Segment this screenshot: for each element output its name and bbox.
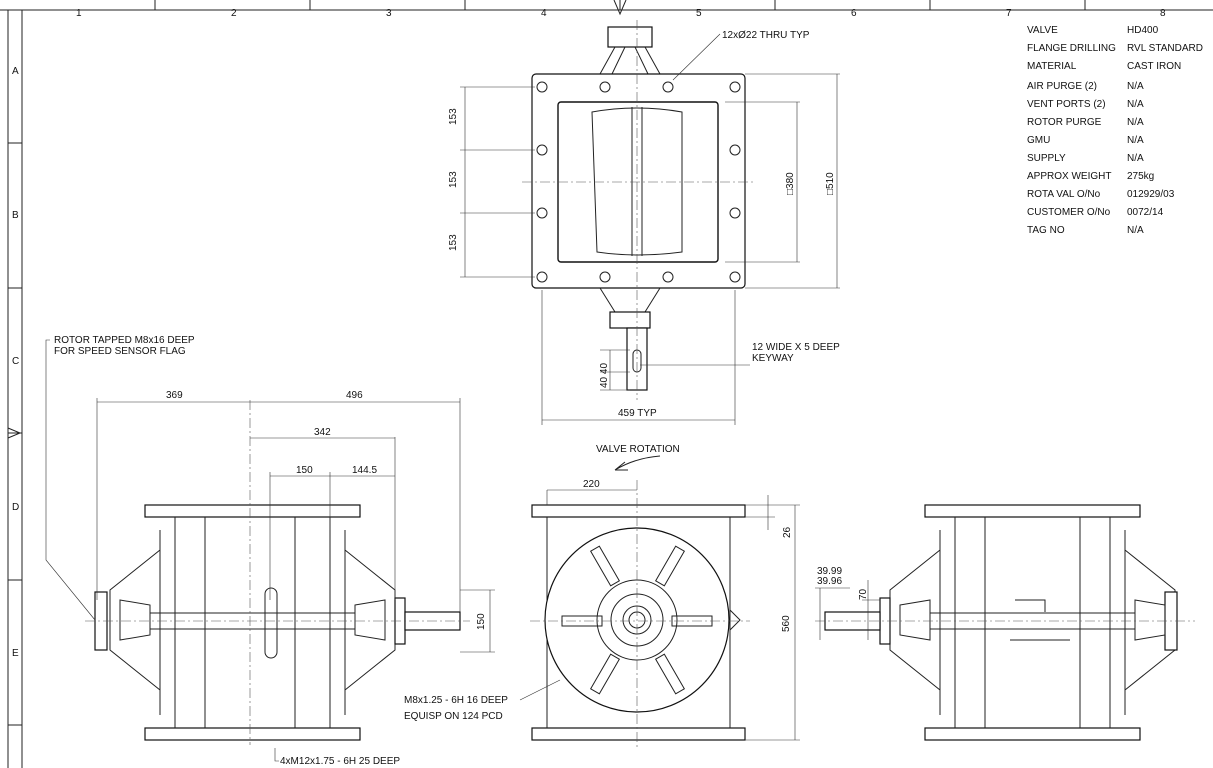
dim-26: 26 [782, 526, 793, 538]
spec-label: ROTA VAL O/No [1027, 189, 1101, 200]
column-label: 8 [1160, 8, 1166, 19]
spec-label: APPROX WEIGHT [1027, 171, 1112, 182]
column-label: 5 [696, 8, 702, 19]
spec-value: 012929/03 [1127, 189, 1175, 200]
dim-70: 70 [858, 588, 869, 600]
column-label: 2 [231, 8, 237, 19]
rotor-note: ROTOR TAPPED M8x16 DEEP [54, 335, 195, 346]
dim-342: 342 [314, 427, 331, 438]
spec-row: CUSTOMER O/No 0072/14 [1027, 204, 1203, 222]
spec-value: N/A [1127, 81, 1144, 92]
spec-value: N/A [1127, 135, 1144, 146]
spec-value: RVL STANDARD [1127, 43, 1203, 54]
column-label: 3 [386, 8, 392, 19]
row-label: D [12, 502, 19, 513]
spec-label: AIR PURGE (2) [1027, 81, 1098, 92]
top-view: 12xØ22 THRU TYP 153 153 153 □380 □510 12… [448, 20, 840, 425]
shaft-tolerance-max: 39.99 [817, 566, 842, 577]
spec-label: GMU [1027, 135, 1051, 146]
column-label: 7 [1006, 8, 1012, 19]
dim-opening: □380 [785, 172, 796, 195]
spec-row: ROTOR PURGE N/A [1027, 114, 1203, 132]
spec-value: N/A [1127, 225, 1144, 236]
dim-153: 153 [448, 108, 459, 125]
column-label: 6 [851, 8, 857, 19]
spec-label: VENT PORTS (2) [1027, 99, 1106, 110]
spec-row: FLANGE DRILLING RVL STANDARD [1027, 40, 1203, 58]
centering-mark-icon [7, 0, 627, 439]
row-label: E [12, 648, 19, 659]
spec-row: SUPPLY N/A [1027, 150, 1203, 168]
dim-220: 220 [583, 479, 600, 490]
spec-value: 275kg [1127, 171, 1155, 182]
spec-label: CUSTOMER O/No [1027, 207, 1111, 218]
spec-value: N/A [1127, 153, 1144, 164]
keyway-note: KEYWAY [752, 353, 794, 364]
holes-callout: 12xØ22 THRU TYP [722, 30, 810, 41]
end-view: VALVE ROTATION 220 26 560 M8x1.25 - 6H 1… [404, 444, 800, 750]
row-label: B [12, 210, 19, 221]
spec-value: N/A [1127, 117, 1144, 128]
dim-144-5: 144.5 [352, 465, 377, 476]
spec-row: VALVE HD400 [1027, 22, 1203, 40]
dim-150-vertical: 150 [476, 613, 487, 630]
dim-153: 153 [448, 171, 459, 188]
spec-row: APPROX WEIGHT 275kg [1027, 168, 1203, 186]
spec-value: HD400 [1127, 25, 1159, 36]
spec-value: 0072/14 [1127, 207, 1164, 218]
dim-flange: □510 [825, 172, 836, 195]
dim-key: 40 40 [599, 363, 610, 388]
spec-row: VENT PORTS (2) N/A [1027, 96, 1203, 114]
shaft-tolerance-min: 39.96 [817, 576, 842, 587]
row-label: A [12, 66, 19, 77]
dim-459: 459 TYP [618, 408, 657, 419]
tapped-note: EQUISP ON 124 PCD [404, 711, 503, 722]
rotation-label: VALVE ROTATION [596, 444, 680, 455]
spec-row: GMU N/A [1027, 132, 1203, 150]
spec-row: TAG NO N/A [1027, 222, 1203, 240]
dim-560: 560 [781, 615, 792, 632]
column-label: 1 [76, 8, 82, 19]
keyway-note: 12 WIDE X 5 DEEP [752, 342, 840, 353]
spec-row: AIR PURGE (2) N/A [1027, 78, 1203, 96]
spec-row: MATERIAL CAST IRON [1027, 58, 1203, 76]
spec-value: N/A [1127, 99, 1144, 110]
spec-label: TAG NO [1027, 225, 1065, 236]
dim-153: 153 [448, 234, 459, 251]
dim-369: 369 [166, 390, 183, 401]
column-label: 4 [541, 8, 547, 19]
row-label: C [12, 356, 19, 367]
tapped-holes-note: 4xM12x1.75 - 6H 25 DEEP [280, 756, 400, 767]
spec-label: SUPPLY [1027, 153, 1066, 164]
spec-table: VALVE HD400 FLANGE DRILLING RVL STANDARD M… [1027, 22, 1203, 240]
rotor-note: FOR SPEED SENSOR FLAG [54, 346, 186, 357]
side-view-left: 369 496 342 150 144.5 150 ROTOR TAPPED M… [45, 335, 495, 767]
spec-label: ROTOR PURGE [1027, 117, 1102, 128]
tapped-note: M8x1.25 - 6H 16 DEEP [404, 695, 508, 706]
spec-value: CAST IRON [1127, 61, 1182, 72]
spec-row: ROTA VAL O/No 012929/03 [1027, 186, 1203, 204]
spec-label: FLANGE DRILLING [1027, 43, 1116, 54]
spec-label: VALVE [1027, 25, 1058, 36]
dim-496: 496 [346, 390, 363, 401]
spec-label: MATERIAL [1027, 61, 1077, 72]
dim-150: 150 [296, 465, 313, 476]
side-view-right: 39.99 39.96 70 [815, 504, 1195, 741]
